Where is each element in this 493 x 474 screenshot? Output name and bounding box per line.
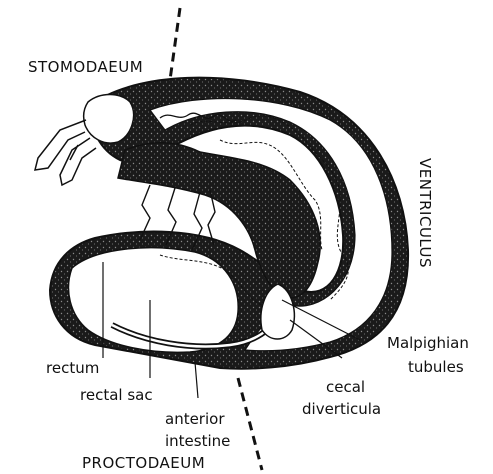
label-rectum: rectum <box>46 359 99 377</box>
label-cecal-line1: cecal <box>326 378 365 396</box>
label-rectal-sac: rectal sac <box>80 386 153 404</box>
head-capsule <box>84 95 134 144</box>
label-anterior-line1: anterior <box>165 410 225 428</box>
lower-division-dashed-line <box>238 378 262 470</box>
upper-division-dashed-line <box>170 8 180 80</box>
label-malpighian-line1: Malpighian <box>387 334 469 352</box>
label-anterior-line2: intestine <box>165 432 230 450</box>
label-ventriculus: VENTRICULUS <box>416 158 434 268</box>
label-malpighian-line2: tubules <box>408 358 464 376</box>
label-proctodaeum: PROCTODAEUM <box>82 454 205 472</box>
label-cecal-line2: diverticula <box>302 400 381 418</box>
label-stomodaeum: STOMODAEUM <box>28 58 143 76</box>
